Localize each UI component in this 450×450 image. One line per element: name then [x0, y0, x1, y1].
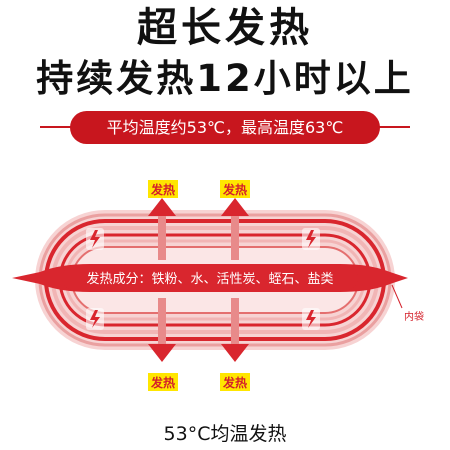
lightning-icon — [302, 228, 320, 250]
svg-text:发热: 发热 — [150, 375, 175, 390]
arrow-down-icon — [148, 298, 176, 362]
arrow-down-icon — [221, 298, 249, 362]
center-label-bg — [62, 266, 358, 290]
arrow-up-icon — [221, 198, 249, 260]
inner-bag-label: 内袋 — [404, 310, 424, 323]
heat-label: 发热 — [148, 180, 178, 198]
heat-label: 发热 — [220, 373, 250, 391]
footer-caption: 53°C均温发热 — [163, 423, 287, 445]
lightning-icon — [302, 308, 320, 330]
svg-text:发热: 发热 — [222, 375, 247, 390]
svg-text:发热: 发热 — [222, 182, 247, 197]
lightning-icon — [86, 228, 104, 250]
heat-label: 发热 — [220, 180, 250, 198]
composition-text: 发热成分：铁粉、水、活性炭、蛭石、盐类 — [86, 271, 333, 287]
arrow-up-icon — [148, 198, 176, 260]
page-title: 超长发热 — [137, 5, 313, 51]
lightning-icon — [86, 308, 104, 330]
temperature-banner: 平均温度约53℃，最高温度63℃ — [40, 111, 410, 144]
heat-label: 发热 — [148, 373, 178, 391]
page-subtitle: 持续发热12小时以上 — [36, 57, 414, 100]
heat-pack-diagram: 发热成分：铁粉、水、活性炭、蛭石、盐类 内袋 发热 — [12, 180, 424, 391]
inner-bag-leader — [391, 284, 403, 309]
svg-text:发热: 发热 — [150, 182, 175, 197]
